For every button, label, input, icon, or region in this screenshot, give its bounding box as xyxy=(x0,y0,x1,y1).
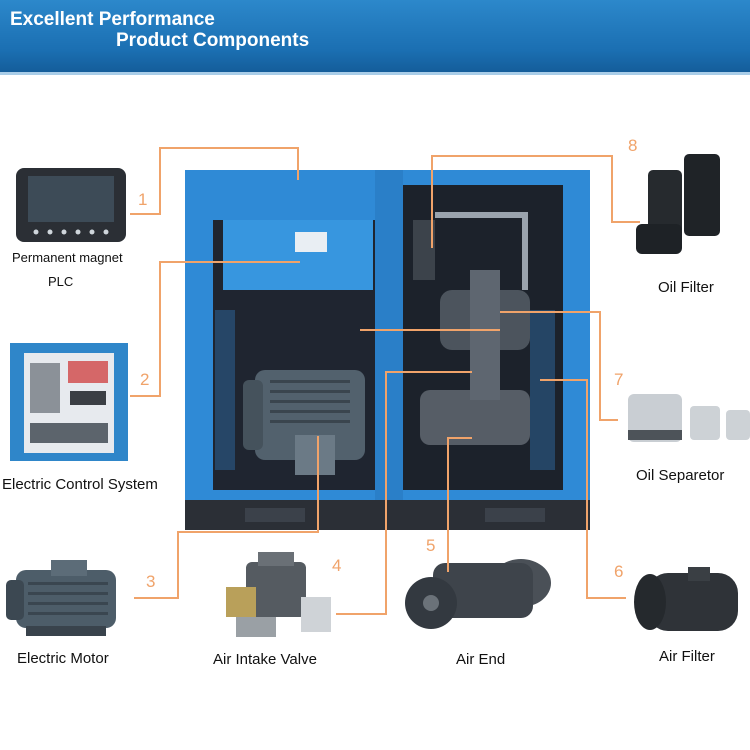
label-plc: PLC xyxy=(48,274,74,289)
callout-number-3: 3 xyxy=(146,572,156,591)
label-electric-control-system: Electric Control System xyxy=(2,476,158,493)
callout-number-1: 1 xyxy=(138,190,148,209)
oil-filter-image xyxy=(636,154,720,254)
label-oil-separator: Oil Separetor xyxy=(636,467,725,484)
callout-number-7: 7 xyxy=(614,370,624,389)
plc-panel-image xyxy=(16,168,126,242)
control-cabinet-image xyxy=(10,343,128,461)
label-permanent-magnet: Permanent magnet xyxy=(12,250,123,265)
air-intake-valve-image xyxy=(226,552,331,637)
callout-number-4: 4 xyxy=(332,556,342,575)
callout-number-8: 8 xyxy=(628,136,638,155)
label-air-intake-valve: Air Intake Valve xyxy=(213,651,317,668)
label-air-end: Air End xyxy=(456,651,506,668)
label-air-filter: Air Filter xyxy=(659,648,715,665)
header-title-line2: Product Components xyxy=(116,30,310,51)
header-title-line1: Excellent Performance xyxy=(10,9,215,30)
air-filter-image xyxy=(634,567,738,631)
label-oil-filter: Oil Filter xyxy=(658,279,714,296)
electric-motor-image xyxy=(6,560,116,636)
oil-separator-image xyxy=(628,394,750,442)
label-electric-motor: Electric Motor xyxy=(17,650,109,667)
callout-number-5: 5 xyxy=(426,536,436,555)
callout-number-2: 2 xyxy=(140,370,150,389)
compressor-machine-image xyxy=(185,170,590,530)
air-end-image xyxy=(405,559,551,629)
callout-number-6: 6 xyxy=(614,562,624,581)
header-banner: Excellent Performance Product Components xyxy=(0,0,750,75)
